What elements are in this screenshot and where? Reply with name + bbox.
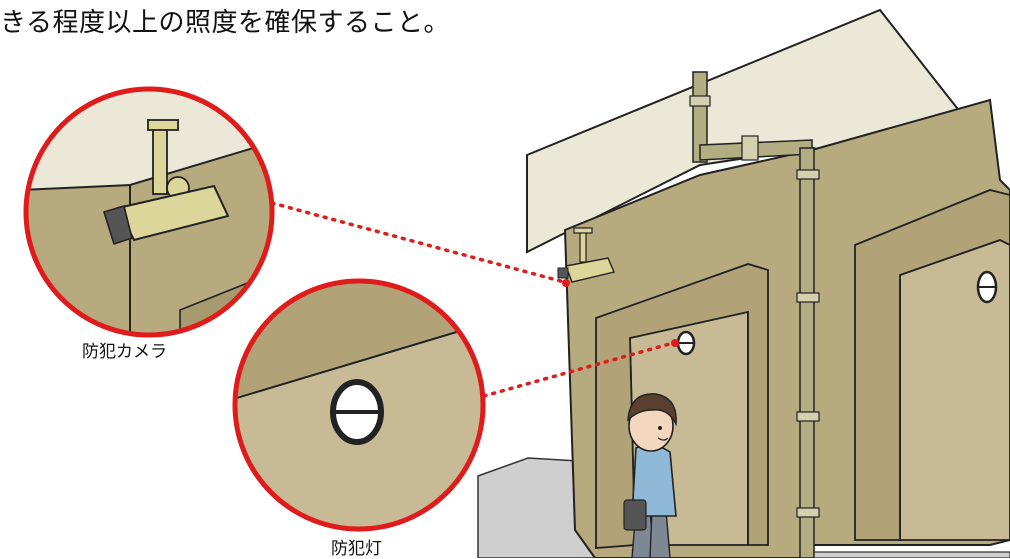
leader-camera-dot [562, 279, 570, 287]
wall-lamp-small [676, 330, 696, 356]
leader-light [482, 341, 675, 398]
recess-left-frame [595, 263, 769, 549]
label-security-light: 防犯灯 [331, 539, 382, 559]
wall-lamp-right [976, 270, 998, 304]
security-camera-small [557, 227, 615, 283]
label-security-camera: 防犯カメラ [82, 342, 167, 362]
pedestrian [623, 393, 677, 558]
leader-camera [270, 201, 566, 284]
zoom-circle-camera [23, 86, 275, 338]
zoom-circle-light [232, 278, 486, 532]
building-scene [477, 8, 1010, 558]
heading-text: きる程度以上の照度を確保すること。 [0, 8, 450, 38]
downpipe [689, 71, 820, 558]
leader-light-dot [671, 339, 679, 347]
recess-right-frame [854, 189, 1010, 541]
